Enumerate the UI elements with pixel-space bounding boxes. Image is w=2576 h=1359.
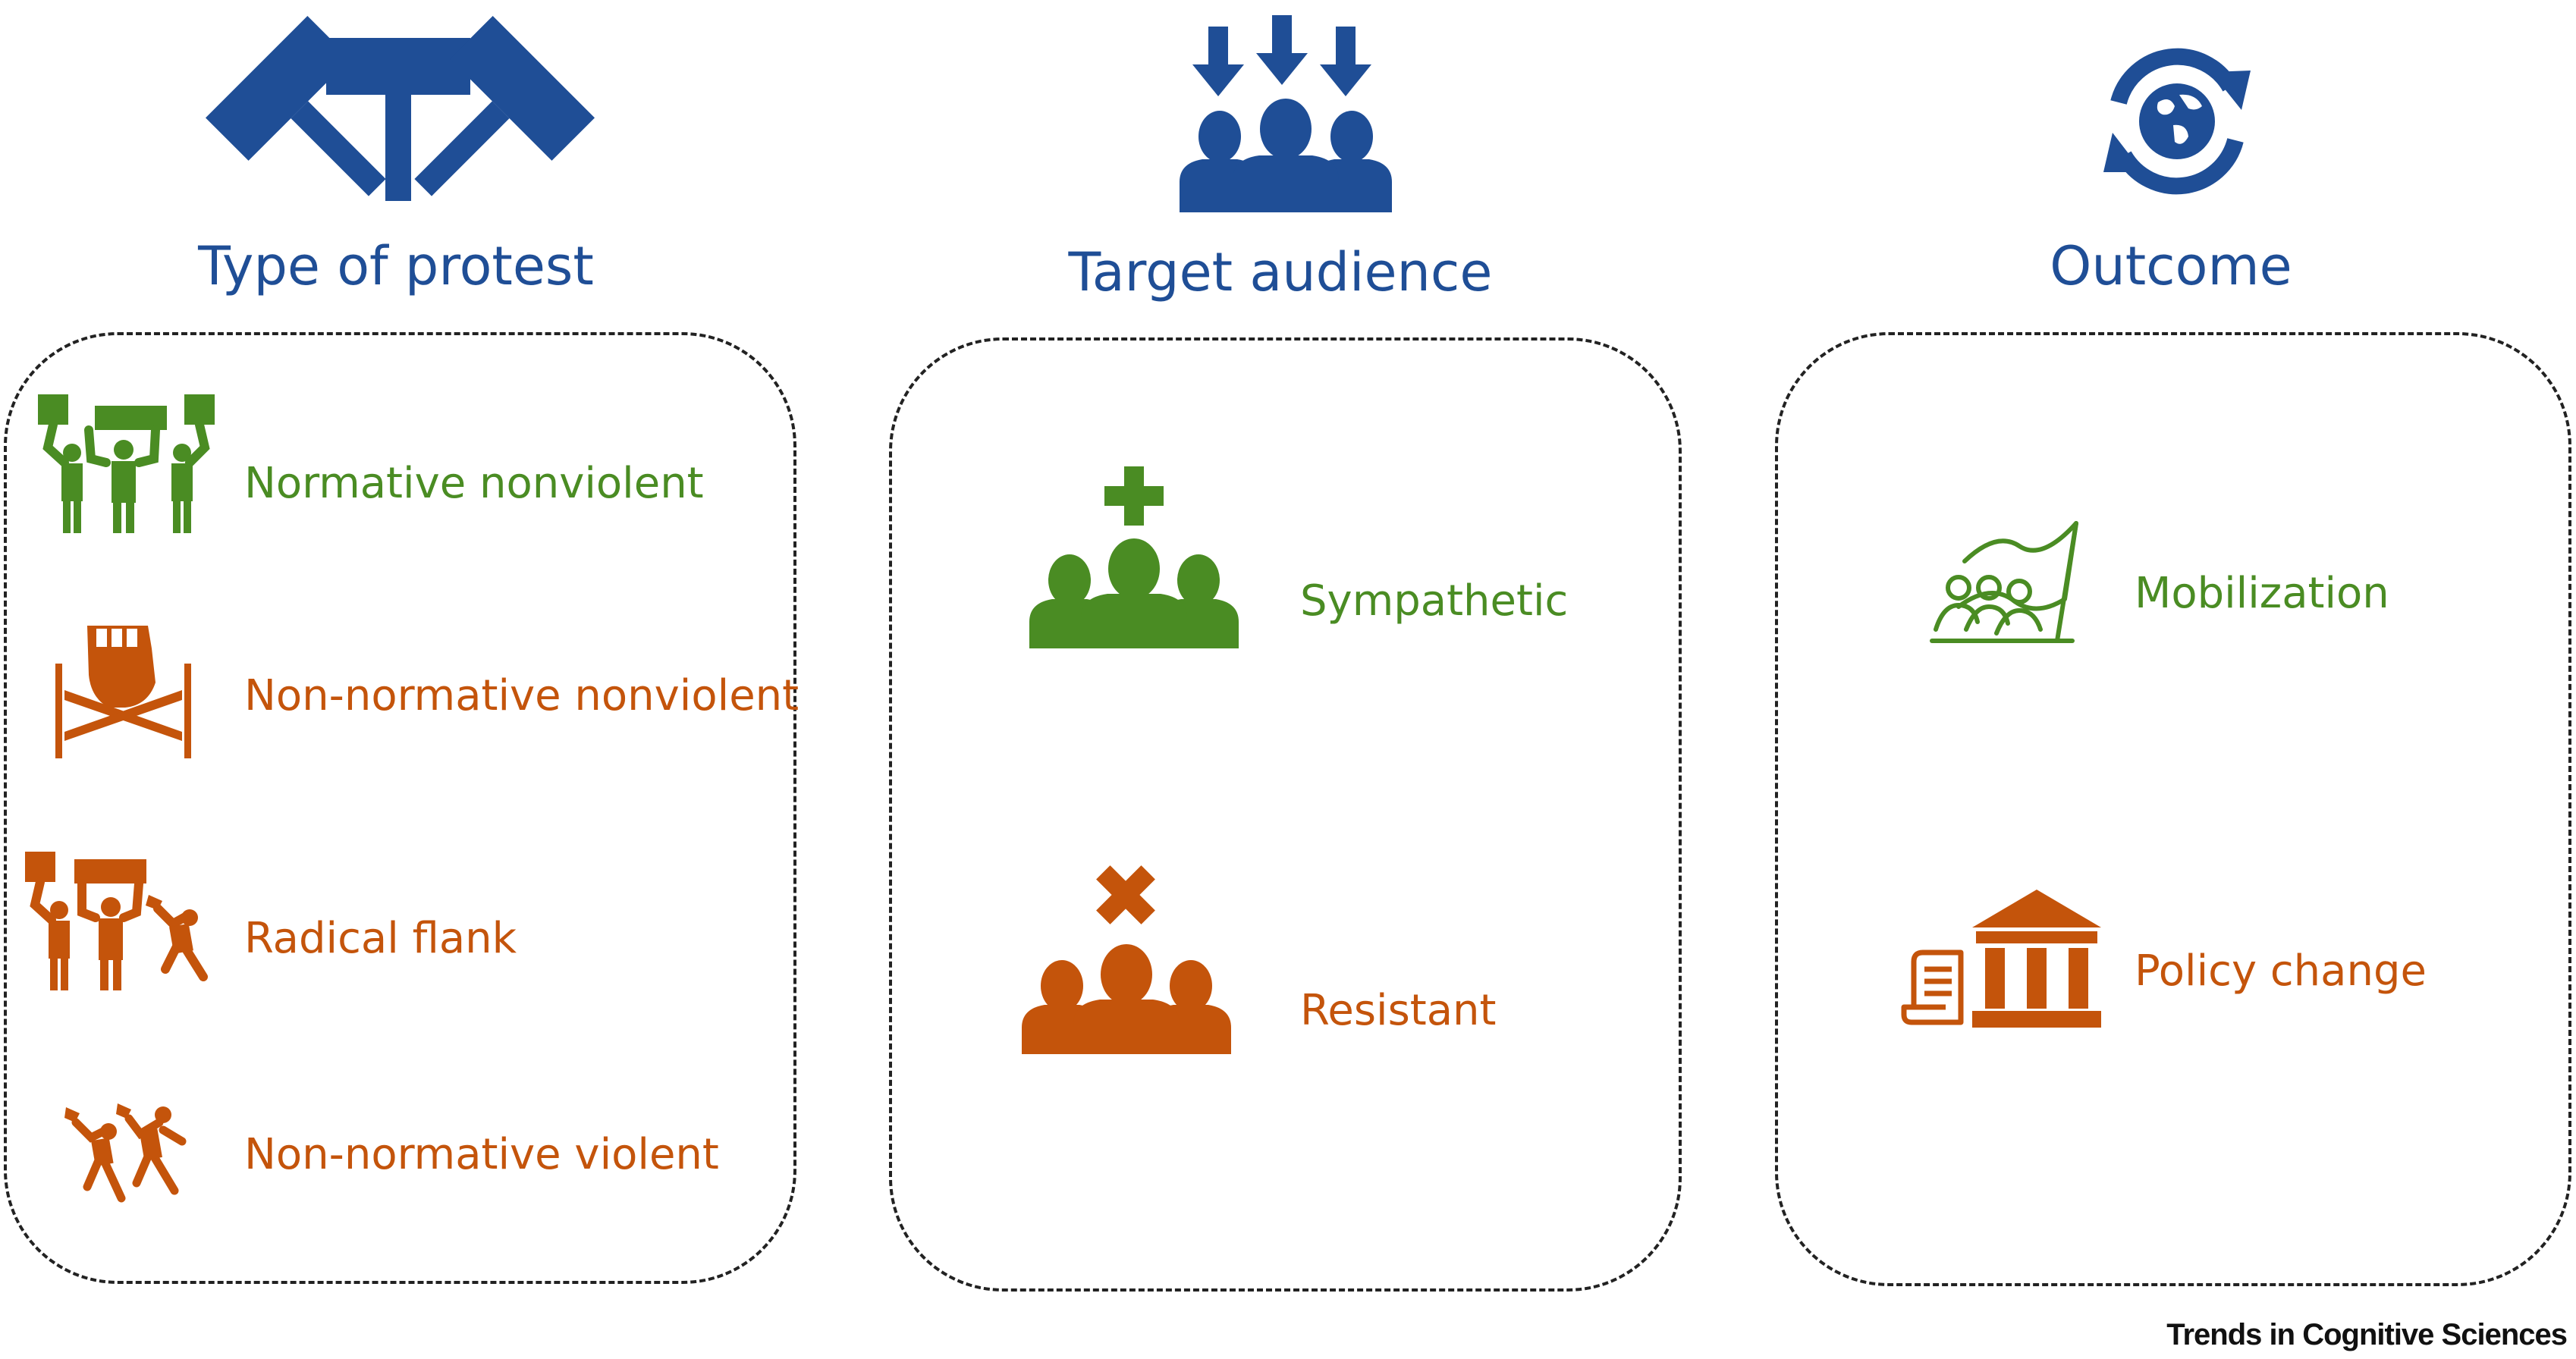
fist-barricade-icon (55, 626, 191, 758)
gavels-icon (206, 16, 595, 201)
item-non-normative-nonviolent: Non-normative nonviolent (244, 671, 800, 720)
panel-type-of-protest (4, 332, 796, 1284)
sign-protesters-icon (38, 394, 215, 533)
item-radical-flank: Radical flank (244, 914, 517, 963)
item-non-normative-violent: Non-normative violent (244, 1130, 719, 1179)
item-policy-change: Policy change (2135, 946, 2427, 996)
globe-cycle-icon (2103, 48, 2251, 195)
cross-group-icon (1022, 865, 1231, 1054)
item-resistant: Resistant (1300, 986, 1497, 1035)
audience-arrows-icon (1180, 15, 1392, 212)
heading-type-of-protest: Type of protest (198, 235, 594, 297)
item-sympathetic: Sympathetic (1300, 576, 1569, 626)
item-normative-nonviolent: Normative nonviolent (244, 459, 704, 508)
government-building-icon (1901, 890, 2101, 1028)
heading-target-audience: Target audience (1068, 241, 1493, 303)
plus-group-icon (1029, 466, 1239, 648)
publisher-credit: Trends in Cognitive Sciences (2166, 1318, 2568, 1351)
flag-crowd-icon (1930, 521, 2078, 643)
violent-protesters-icon (64, 1103, 187, 1203)
panel-target-audience (889, 337, 1682, 1292)
heading-outcome: Outcome (2050, 235, 2292, 297)
item-mobilization: Mobilization (2135, 569, 2389, 618)
panel-outcome (1775, 332, 2571, 1286)
mixed-protesters-icon (25, 852, 208, 990)
